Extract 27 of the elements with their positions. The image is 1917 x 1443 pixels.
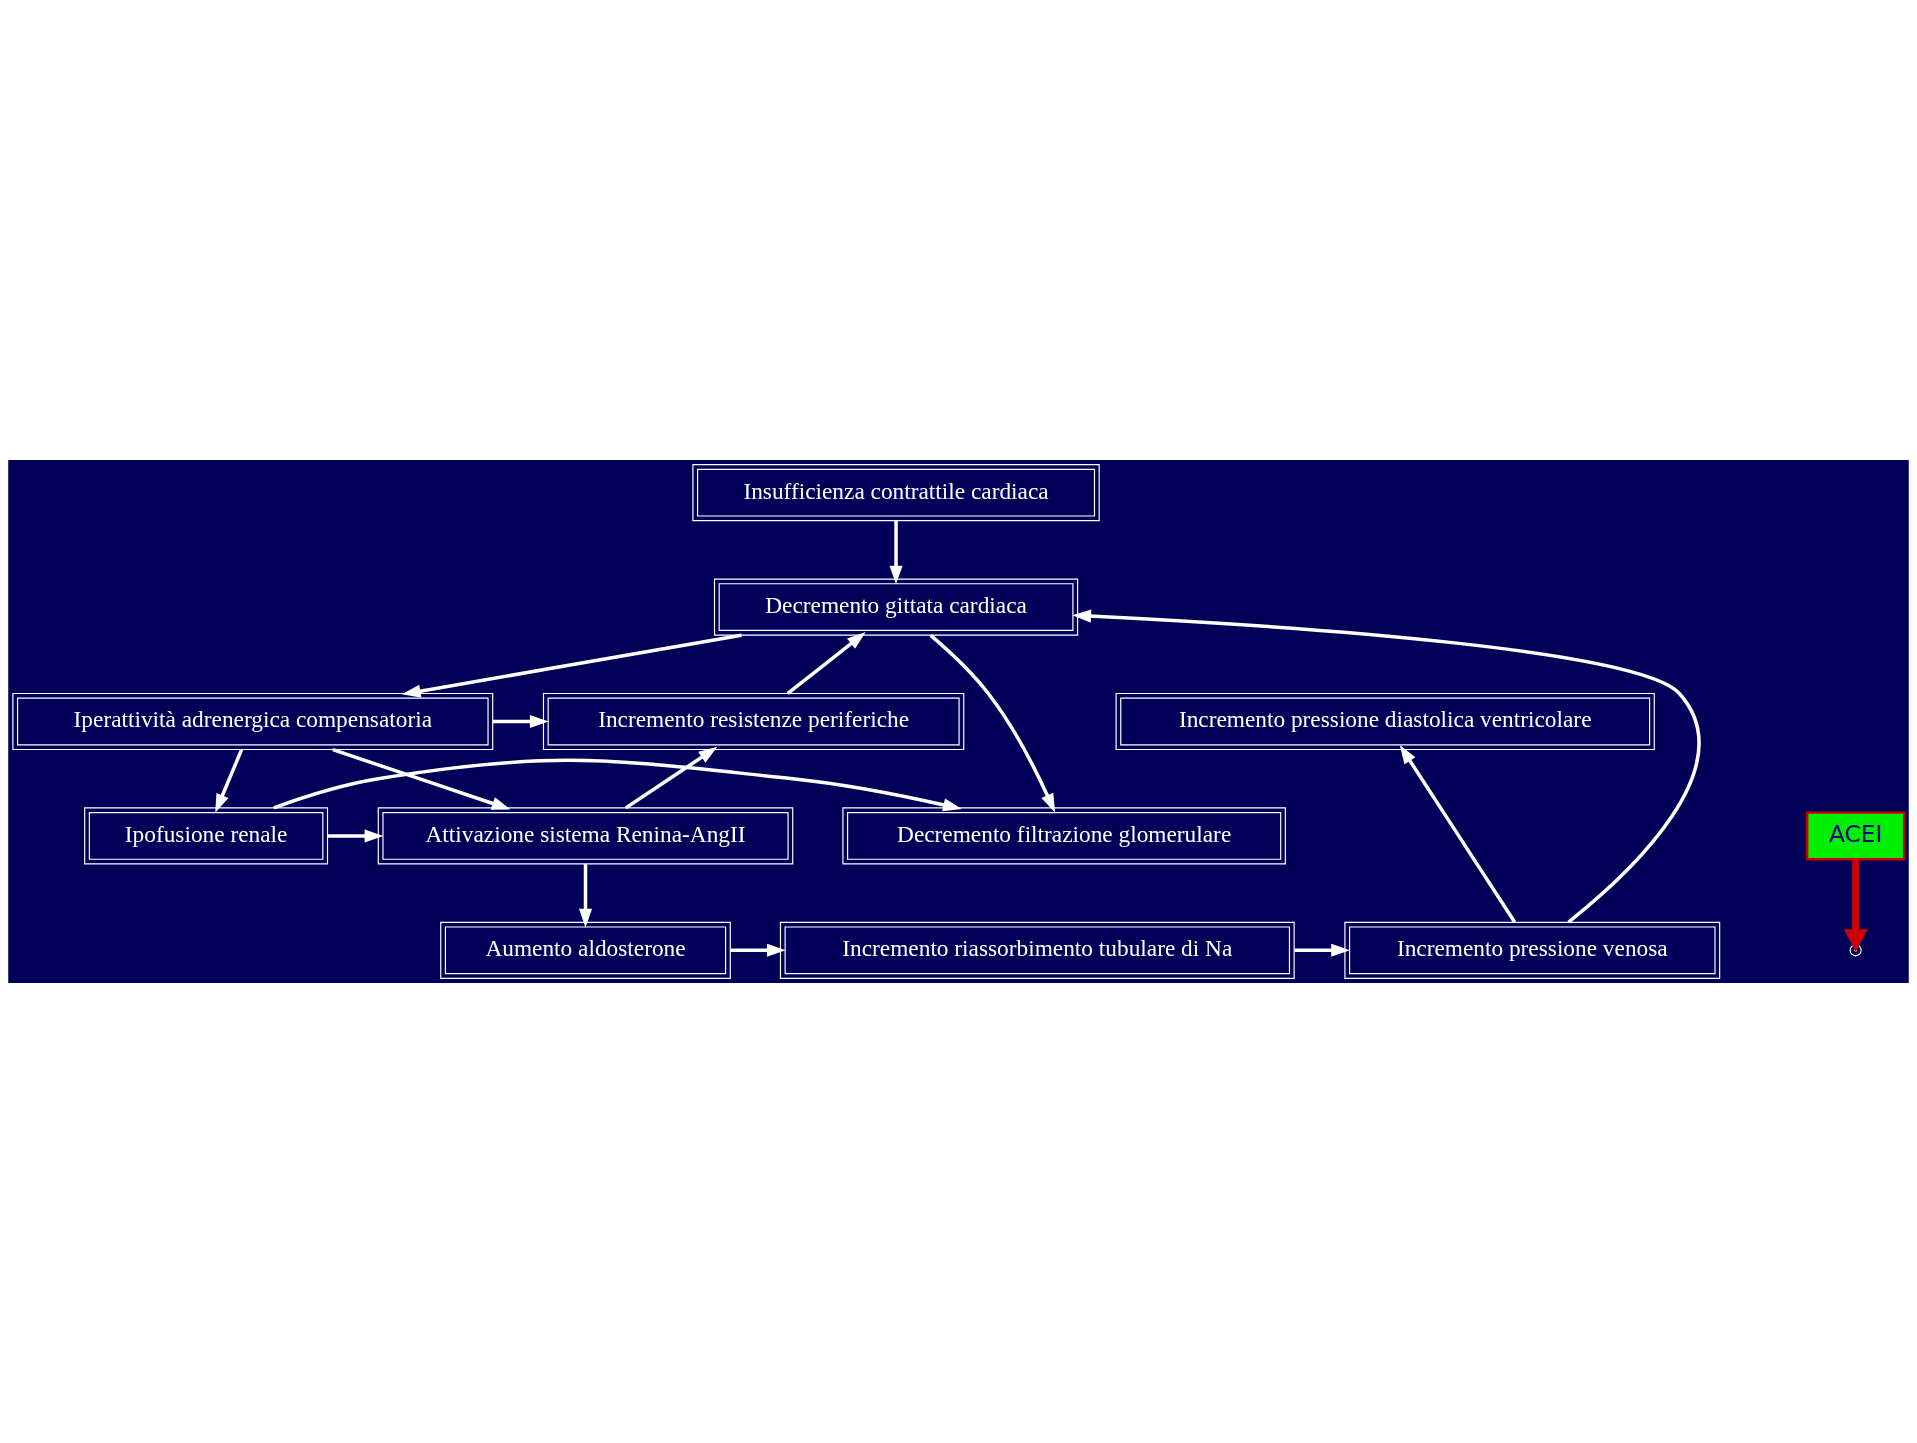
arrow	[578, 864, 593, 928]
arrow	[1294, 943, 1350, 957]
node-box: Incremento pressione venosa	[1344, 921, 1721, 979]
arrow	[492, 714, 549, 729]
arrow	[215, 749, 244, 813]
node-box: Aumento aldosterone	[440, 921, 731, 979]
node-box: Insufficienza contrattile cardiaca	[692, 464, 1100, 522]
node-box: Incremento riassorbimento tubulare di Na	[779, 921, 1295, 979]
arrow	[929, 634, 1056, 813]
arrow	[273, 758, 962, 812]
node-box: Decremento filtrazione glomerulare	[842, 807, 1286, 865]
arrow	[332, 748, 511, 810]
node-box: Incremento resistenze periferiche	[542, 692, 965, 751]
arrow	[401, 633, 742, 698]
node-box: ACEI	[1806, 811, 1906, 861]
node-box: Decremento gittata cardiaca	[713, 578, 1079, 636]
arrow	[730, 943, 786, 957]
arrow	[327, 829, 384, 843]
node-box: Iperattività adrenergica compensatoria	[12, 692, 494, 751]
node-box: Incremento pressione diastolica ventricolare	[1115, 692, 1655, 751]
node-box: Ipofusione renale	[84, 807, 329, 865]
arrow	[889, 521, 903, 585]
arrow	[1072, 609, 1701, 924]
node-box: Attivazione sistema Renina-AngII	[377, 807, 794, 865]
arrow	[1399, 745, 1517, 923]
arrow	[786, 632, 866, 695]
arrow	[624, 746, 718, 810]
